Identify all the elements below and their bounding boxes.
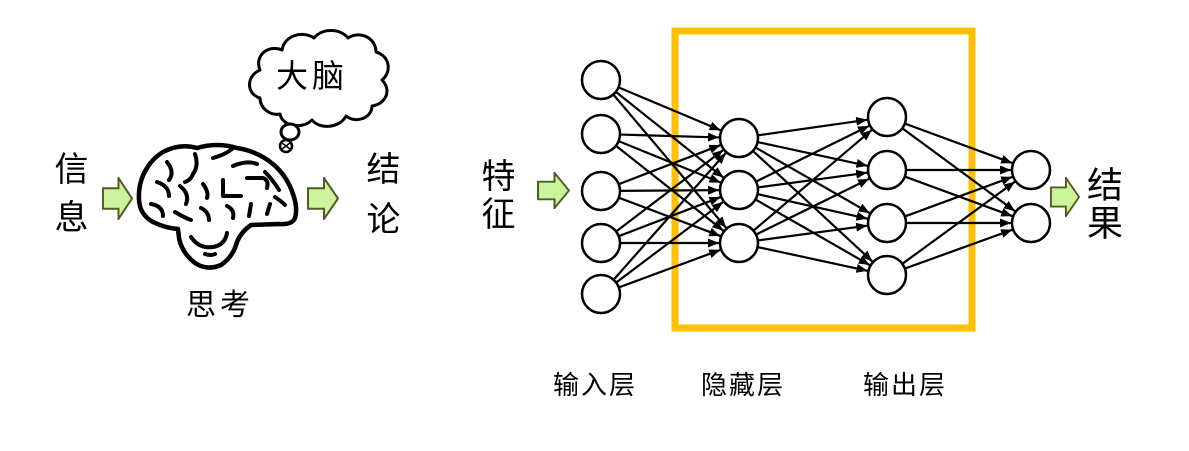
right-input-label: 特征	[476, 158, 514, 234]
network-edge	[615, 201, 724, 284]
flow-arrow-icon	[102, 177, 133, 220]
flow-arrow-icon	[1050, 177, 1080, 217]
node-output	[1010, 202, 1052, 244]
network-edge	[901, 180, 1016, 265]
layer-label-input: 输入层	[552, 370, 638, 400]
node-input	[580, 222, 622, 264]
brain-sketch	[136, 142, 299, 270]
network-edge	[618, 144, 721, 186]
network-edge	[612, 152, 727, 281]
network-edge	[618, 140, 721, 184]
network-edge	[757, 116, 868, 137]
network-edge	[618, 86, 721, 132]
right-output-label: 结果	[1082, 166, 1123, 242]
layer-label-output: 输出层	[862, 370, 948, 400]
node-input	[580, 273, 622, 315]
network-edge	[615, 149, 724, 233]
node-input	[580, 59, 622, 101]
node-output	[1010, 149, 1052, 191]
node-hidden-2	[866, 96, 908, 138]
network-edge	[904, 228, 1013, 270]
network-edge	[757, 222, 868, 242]
network-edge	[757, 245, 868, 273]
layer-label-hidden: 隐藏层	[700, 370, 786, 400]
node-hidden-2	[866, 202, 908, 244]
node-hidden-2	[866, 254, 908, 296]
left-input-label: 信息	[49, 151, 87, 247]
node-hidden-2	[866, 149, 908, 191]
flow-arrow-icon	[307, 177, 339, 220]
network-edge	[904, 175, 1013, 218]
node-hidden-1	[718, 222, 760, 264]
thought-bubble-icon	[248, 29, 390, 154]
node-input	[580, 113, 622, 155]
thought-bubble-label: 大脑	[275, 58, 349, 94]
network-edge	[755, 124, 870, 183]
left-output-label: 结论	[361, 151, 399, 251]
network-edge	[619, 132, 720, 142]
node-input	[580, 170, 622, 212]
flow-arrow-icon	[537, 172, 570, 209]
network-edge	[752, 129, 873, 232]
node-hidden-1	[718, 169, 760, 211]
network-edge	[618, 248, 721, 289]
left-caption: 思考	[186, 289, 254, 322]
node-hidden-1	[718, 117, 760, 159]
network-edge	[904, 122, 1013, 165]
network-edge	[755, 177, 870, 236]
